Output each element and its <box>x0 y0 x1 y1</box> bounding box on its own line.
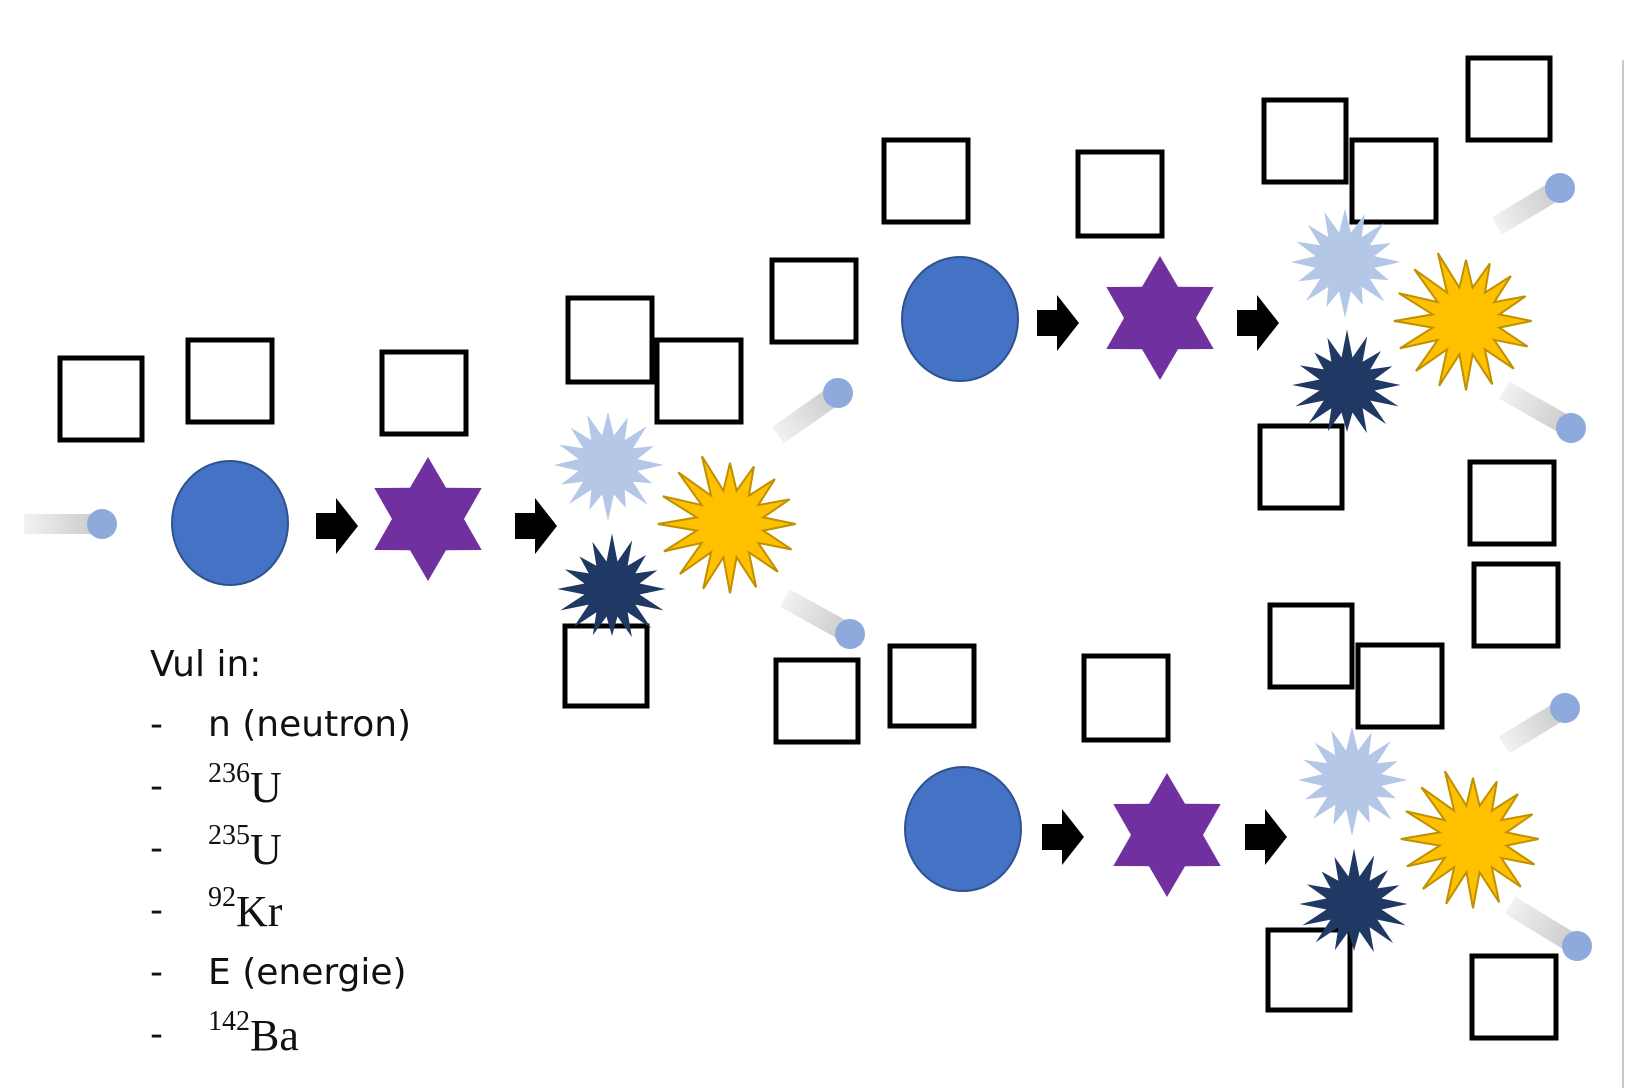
neutron-icon <box>772 378 853 444</box>
answer-box[interactable] <box>1355 642 1445 730</box>
legend-item: - 235U <box>150 820 282 882</box>
neutron-head <box>823 378 853 408</box>
legend-item: - 142Ba <box>150 1006 299 1068</box>
legend-title: Vul in: <box>150 644 262 685</box>
mass-number: 92 <box>208 882 236 913</box>
neutron-tail <box>1504 896 1583 955</box>
neutron-head <box>835 619 865 649</box>
fragment-icon <box>553 411 664 521</box>
neutron-head <box>1556 413 1586 443</box>
answer-box[interactable] <box>1261 97 1349 185</box>
legend-dash: - <box>150 828 163 869</box>
answer-box[interactable] <box>565 295 655 385</box>
right-arrow-icon <box>1237 295 1279 351</box>
element-symbol: U <box>250 825 282 874</box>
neutron-head <box>1562 931 1592 961</box>
mass-number: 235 <box>208 820 250 851</box>
legend-dash: - <box>150 890 163 931</box>
answer-box[interactable] <box>1081 653 1171 743</box>
element-symbol: Kr <box>236 887 283 936</box>
answer-box[interactable] <box>1257 423 1345 511</box>
answer-box[interactable] <box>773 657 861 745</box>
legend-item: - 236U <box>150 758 282 820</box>
legend-dash: - <box>150 704 163 745</box>
right-arrow-icon <box>316 498 358 554</box>
energy-burst-icon <box>1400 770 1539 909</box>
neutron-tail <box>1499 381 1576 437</box>
answer-box[interactable] <box>1349 137 1439 225</box>
fragment-icon <box>1299 848 1408 953</box>
right-arrow-icon <box>1042 809 1084 865</box>
answer-box[interactable] <box>1465 55 1553 143</box>
energy-burst-icon <box>657 455 796 594</box>
answer-box[interactable] <box>379 349 469 437</box>
fragment-icon <box>1297 726 1408 836</box>
legend-dash: - <box>150 952 163 993</box>
legend-item-label: E (energie) <box>208 952 407 993</box>
nuclide-label: 92Kr <box>208 882 282 937</box>
mass-number: 236 <box>208 758 250 789</box>
neutron-icon <box>1504 896 1592 961</box>
legend-dash: - <box>150 1014 163 1055</box>
answer-box[interactable] <box>1267 602 1355 690</box>
nuclide-label: 236U <box>208 758 282 813</box>
uranium-nucleus-icon <box>901 256 1019 382</box>
energy-burst-icon <box>1393 252 1532 391</box>
neutron-icon <box>1491 173 1575 235</box>
legend: Vul in: -n (neutron)-236U-235U-92Kr-E (e… <box>150 640 411 1068</box>
nuclide-label: 235U <box>208 820 282 875</box>
neutron-head <box>1545 173 1575 203</box>
mass-number: 142 <box>208 1006 250 1037</box>
legend-item: - 92Kr <box>150 882 282 944</box>
answer-box[interactable] <box>887 643 977 729</box>
neutron-icon <box>780 589 865 649</box>
answer-box[interactable] <box>562 623 650 709</box>
neutron-head <box>1550 693 1580 723</box>
answer-box[interactable] <box>1265 927 1353 1013</box>
neutron-head <box>87 509 117 539</box>
answer-box[interactable] <box>1469 953 1559 1041</box>
right-arrow-icon <box>1037 295 1079 351</box>
answer-box[interactable] <box>881 137 971 225</box>
answer-box[interactable] <box>57 355 145 443</box>
answer-box[interactable] <box>185 337 275 425</box>
legend-item: - n (neutron) <box>150 696 411 758</box>
right-arrow-icon <box>1245 809 1287 865</box>
nuclide-label: 142Ba <box>208 1006 299 1061</box>
compound-nucleus-icon <box>1113 773 1221 897</box>
neutron-icon <box>24 509 117 539</box>
element-symbol: Ba <box>250 1011 299 1060</box>
neutron-icon <box>1498 693 1580 754</box>
legend-item-label: n (neutron) <box>208 704 412 745</box>
answer-box[interactable] <box>1471 561 1561 649</box>
fragment-icon <box>557 533 666 638</box>
answer-box[interactable] <box>769 257 859 345</box>
legend-dash: - <box>150 766 163 807</box>
element-symbol: U <box>250 763 282 812</box>
compound-nucleus-icon <box>374 457 482 581</box>
answer-box[interactable] <box>1075 149 1165 239</box>
legend-item: - E (energie) <box>150 944 407 1006</box>
answer-box[interactable] <box>654 337 744 425</box>
right-arrow-icon <box>515 498 557 554</box>
fragment-icon <box>1292 329 1401 434</box>
neutron-icon <box>1499 381 1586 443</box>
answer-box[interactable] <box>1467 459 1557 547</box>
fragment-icon <box>1290 208 1401 318</box>
uranium-nucleus-icon <box>171 460 289 586</box>
uranium-nucleus-icon <box>904 766 1022 892</box>
compound-nucleus-icon <box>1106 256 1214 380</box>
neutron-tail <box>24 514 102 534</box>
